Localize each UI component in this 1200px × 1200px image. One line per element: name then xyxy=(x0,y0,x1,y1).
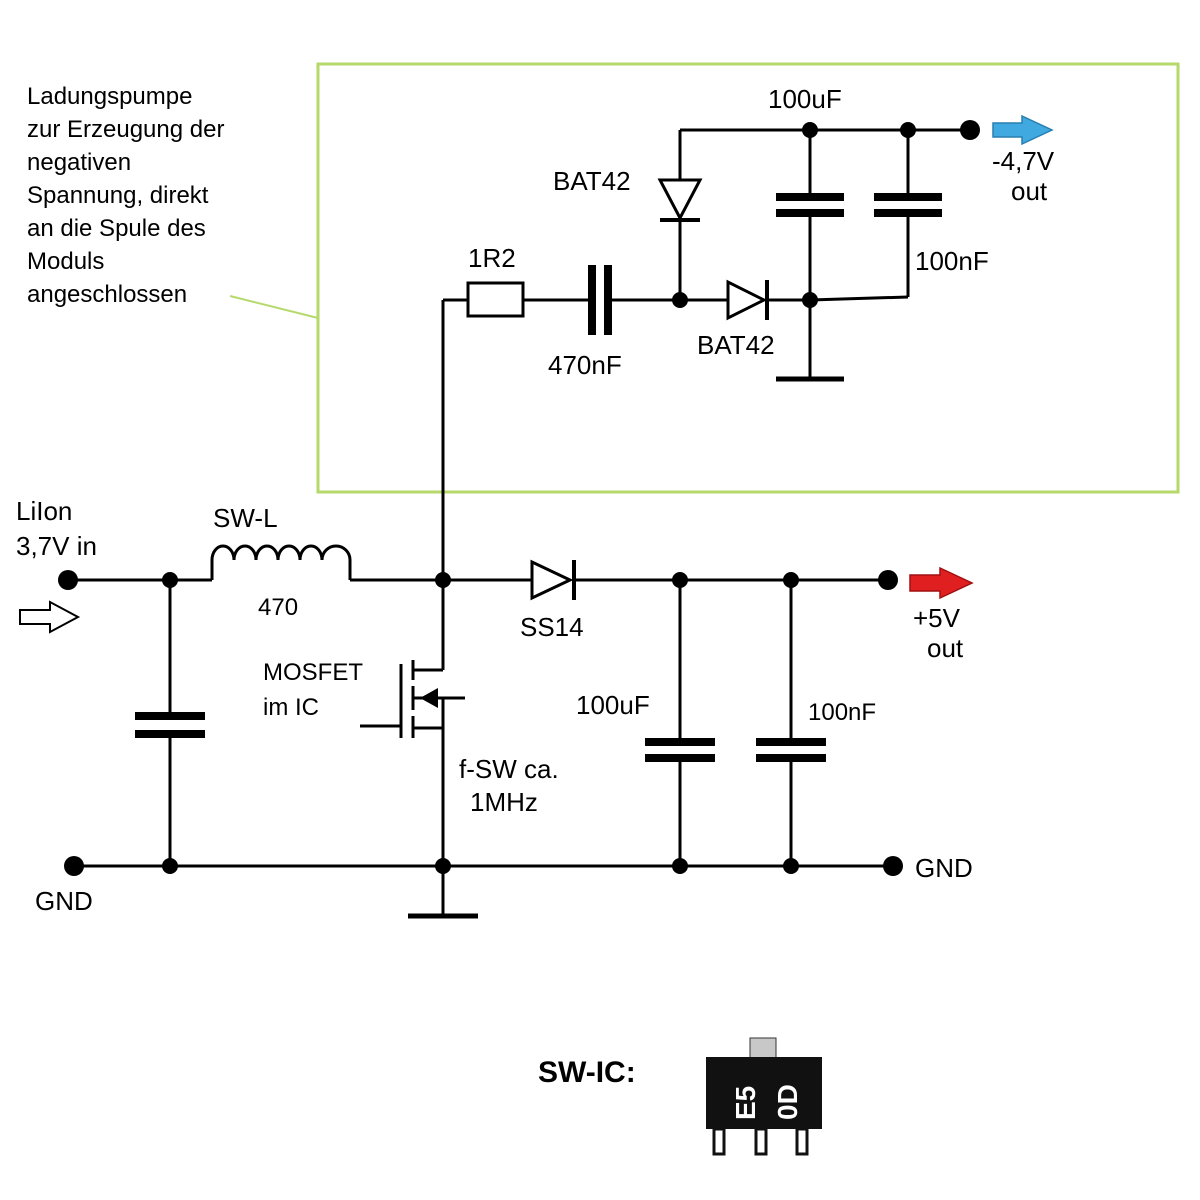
junction-dot xyxy=(802,292,818,308)
label-negative-out: out xyxy=(1011,176,1048,206)
label-freq-1: f-SW ca. xyxy=(459,754,559,784)
diode-bat42-upper xyxy=(657,178,703,222)
label-input-1: LiIon xyxy=(16,496,72,526)
positive-output-arrow xyxy=(909,566,974,600)
label-mosfet-2: im IC xyxy=(263,694,319,721)
input-arrow xyxy=(19,600,81,634)
label-sw-l: SW-L xyxy=(213,503,278,533)
ground-terminal-left xyxy=(64,856,84,876)
label-gnd-right: GND xyxy=(915,853,973,883)
junction-dot xyxy=(672,858,688,874)
junction-dot xyxy=(783,572,799,588)
label-100nf-out: 100nF xyxy=(808,699,876,726)
charge-pump-frame xyxy=(316,62,1180,494)
ic-package: E5 0D xyxy=(706,1037,822,1156)
input-terminal xyxy=(58,570,78,590)
junction-dot xyxy=(672,572,688,588)
junction-dot xyxy=(802,122,818,138)
label-bat42-lower: BAT42 xyxy=(697,330,775,360)
label-mosfet-1: MOSFET xyxy=(263,659,363,686)
junction-dot xyxy=(900,122,916,138)
positive-output-terminal xyxy=(878,570,898,590)
label-positive-voltage: +5V xyxy=(913,603,961,633)
charge-pump-circuit xyxy=(441,114,1054,580)
capacitor-100uf-out xyxy=(645,738,715,762)
label-100nf-pump: 100nF xyxy=(915,246,989,276)
capacitor-input xyxy=(135,712,205,738)
label-470nf: 470nF xyxy=(548,350,622,380)
label-inductor-value: 470 xyxy=(258,594,298,621)
mosfet-symbol xyxy=(360,580,465,866)
annotation-leader xyxy=(229,295,319,319)
ic-marking-1: E5 xyxy=(730,1086,761,1120)
label-freq-2: 1MHz xyxy=(470,787,538,817)
annotation-line-4: Spannung, direkt xyxy=(27,182,209,209)
ic-marking-2: 0D xyxy=(772,1084,803,1120)
junction-dot xyxy=(435,858,451,874)
diode-ss14 xyxy=(530,559,576,601)
label-input-2: 3,7V in xyxy=(16,531,97,561)
capacitor-470nf xyxy=(588,265,612,335)
label-sw-ic: SW-IC: xyxy=(538,1056,636,1089)
ground-terminal-right xyxy=(883,856,903,876)
label-gnd-left: GND xyxy=(35,886,93,916)
annotation-line-2: zur Erzeugung der xyxy=(27,116,224,143)
resistor-1r2 xyxy=(466,281,525,318)
capacitor-100nf-out xyxy=(756,738,826,762)
capacitor-100nf-pump xyxy=(874,193,942,217)
diode-bat42-lower xyxy=(726,279,769,321)
annotation-line-1: Ladungspumpe xyxy=(27,83,192,110)
annotation-line-5: an die Spule des xyxy=(27,215,206,242)
label-bat42-upper: BAT42 xyxy=(553,166,631,196)
negative-output-arrow xyxy=(992,114,1054,146)
junction-dot xyxy=(162,858,178,874)
capacitor-100uf-pump xyxy=(776,193,844,217)
label-negative-voltage: -4,7V xyxy=(992,146,1055,176)
annotation-text: Ladungspumpe zur Erzeugung der negativen… xyxy=(27,83,224,308)
inductor-sw-l xyxy=(210,544,352,580)
boost-circuit xyxy=(19,544,974,919)
junction-dot xyxy=(435,572,451,588)
label-1r2: 1R2 xyxy=(468,243,516,273)
annotation-line-7: angeschlossen xyxy=(27,281,187,308)
label-100uf-pump: 100uF xyxy=(768,84,842,114)
junction-dot xyxy=(672,292,688,308)
junction-dot xyxy=(162,572,178,588)
label-ss14: SS14 xyxy=(520,612,584,642)
annotation-line-6: Moduls xyxy=(27,248,104,275)
label-positive-out: out xyxy=(927,633,964,663)
junction-dot xyxy=(783,858,799,874)
label-100uf-out: 100uF xyxy=(576,690,650,720)
annotation-line-3: negativen xyxy=(27,149,131,176)
negative-output-terminal xyxy=(960,120,980,140)
